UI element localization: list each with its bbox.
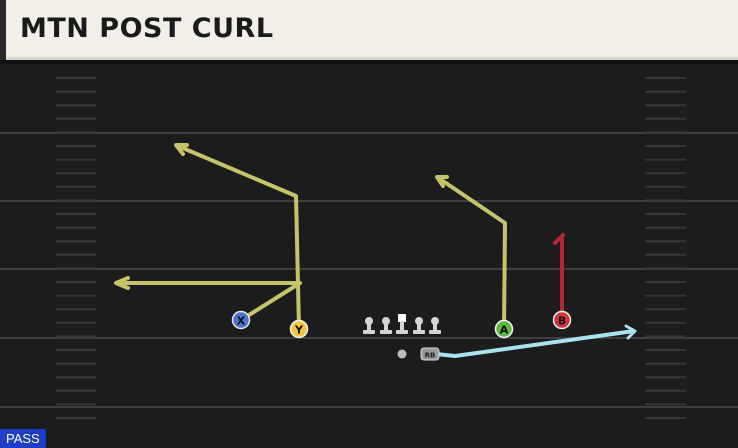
hash-marks-left (56, 77, 96, 419)
play-field: RB X Y A B (0, 60, 738, 448)
player-x-label: X (237, 315, 246, 328)
lineman-icon (380, 317, 392, 334)
quarterback-marker (397, 349, 407, 359)
route-rb-flat (435, 324, 637, 358)
rb-label: RB (425, 352, 436, 360)
hash-marks-right (645, 77, 686, 419)
route-a-post (435, 175, 507, 330)
route-arrowhead (624, 324, 637, 340)
player-rb: RB (420, 347, 440, 361)
route-block-end (553, 233, 565, 245)
player-y: Y (289, 319, 309, 339)
title-accent-stripe (0, 0, 6, 60)
yard-lines (0, 132, 738, 408)
lineman-icon (363, 317, 375, 334)
route-x-curl (114, 276, 302, 322)
field-background (0, 60, 738, 448)
route-b-block (553, 233, 565, 320)
player-a: A (494, 319, 514, 339)
player-x: X (231, 310, 251, 330)
play-type-badge: PASS (0, 429, 46, 448)
offensive-line (363, 314, 441, 334)
lineman-icon (429, 317, 441, 334)
route-y-post (174, 143, 301, 330)
play-title-bar: MTN POST CURL (0, 0, 738, 60)
player-a-label: A (500, 324, 509, 337)
player-y-label: Y (294, 324, 304, 337)
route-arrowhead (435, 175, 449, 188)
field-edge-shadow (0, 60, 738, 64)
route-arrowhead (114, 276, 130, 290)
player-b: B (552, 310, 572, 330)
lineman-icon (413, 317, 425, 334)
center-icon (396, 314, 408, 334)
route-arrowhead (174, 143, 189, 156)
player-b-label: B (558, 315, 566, 328)
play-title: MTN POST CURL (20, 13, 274, 44)
